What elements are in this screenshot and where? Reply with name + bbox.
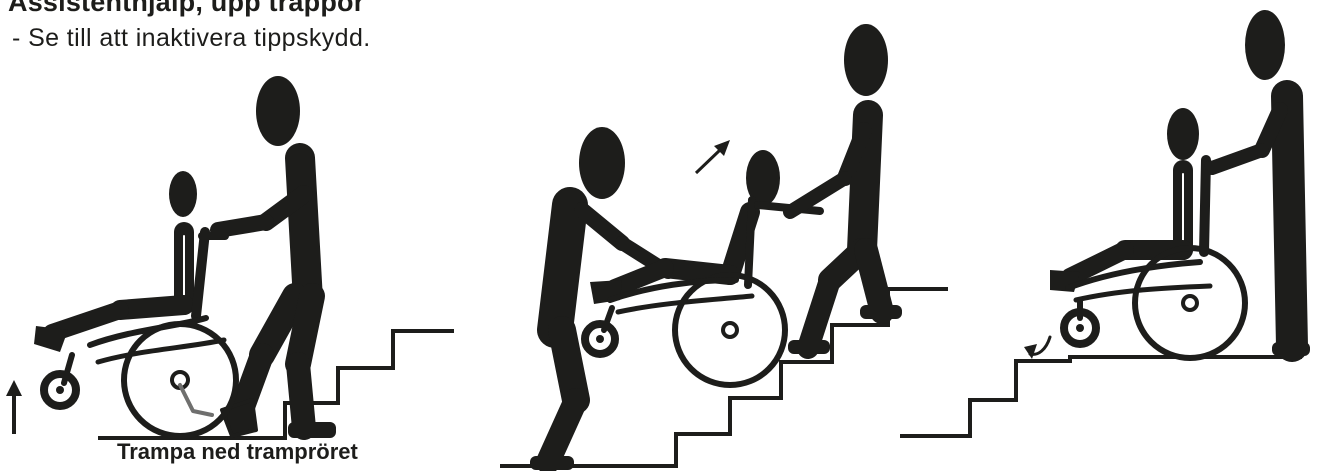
panel-2-illustration bbox=[490, 0, 970, 471]
panel-1-illustration bbox=[0, 0, 470, 471]
diagonal-arrow-icon bbox=[696, 140, 730, 173]
rotate-arrow-icon bbox=[1024, 337, 1050, 359]
back-helper-figure bbox=[788, 24, 902, 354]
panel-1-caption: Trampa ned trampröret bbox=[117, 439, 358, 465]
panel-3-illustration bbox=[900, 0, 1310, 471]
attendant-figure-3 bbox=[1212, 10, 1310, 356]
stairs-panel-3 bbox=[900, 357, 1302, 436]
up-arrow-icon bbox=[6, 380, 22, 434]
